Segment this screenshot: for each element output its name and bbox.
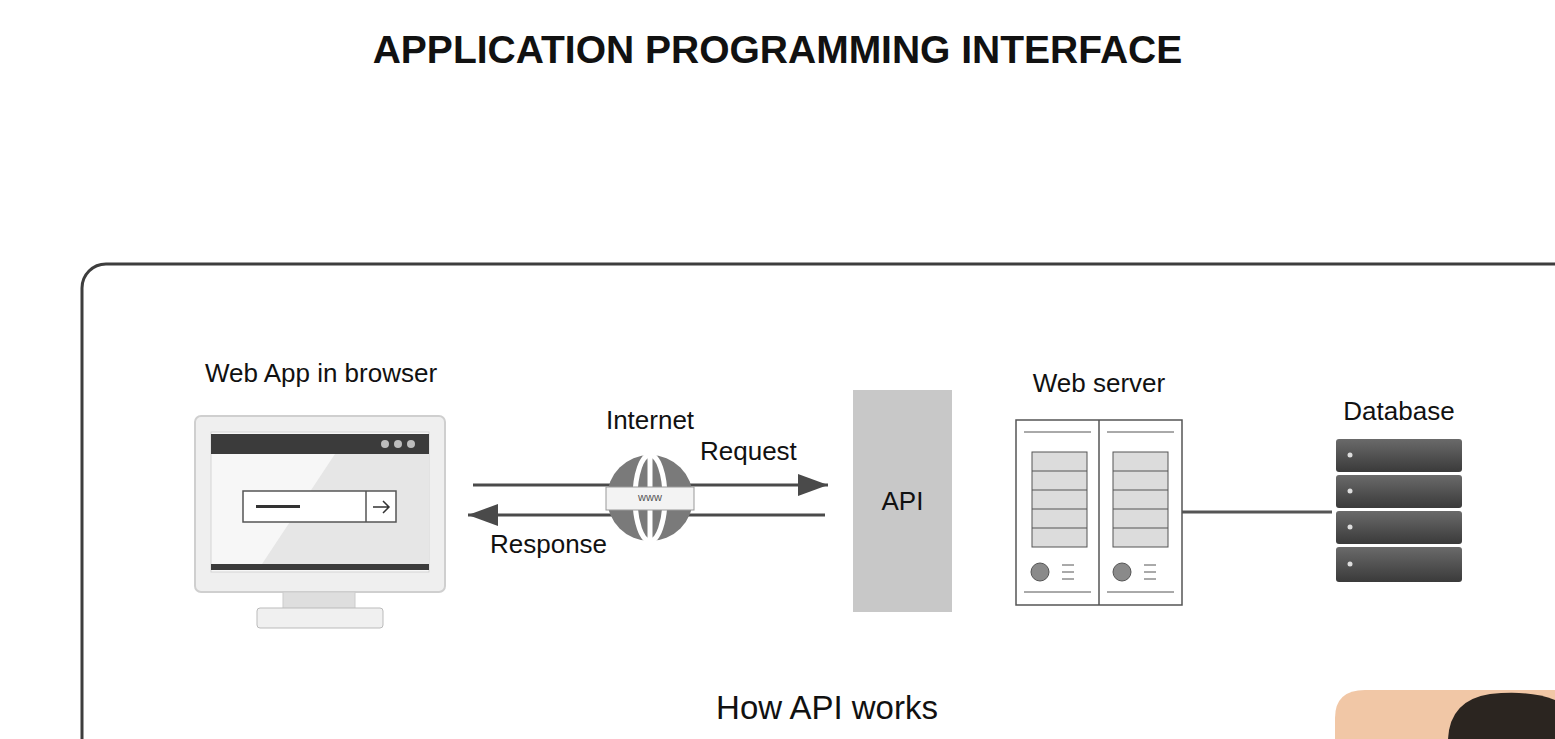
server-case [1016,420,1182,605]
server-line [1107,592,1174,593]
monitor-screen [211,432,429,572]
node-label: Web App in browser [205,358,437,389]
db-light [1348,562,1353,567]
api-box: API [853,390,952,612]
screen-bottom-bar [211,564,429,570]
frame [82,264,1555,739]
window-dot [407,440,415,448]
input-dash [256,505,300,508]
monitor-icon [195,416,445,628]
server-rack [1113,452,1168,547]
skin-patch [1335,690,1555,739]
server-vents [1062,565,1156,579]
node-label: API [882,486,924,517]
server-line [1024,432,1091,433]
globe-text: www [620,491,680,503]
monitor-bezel [195,416,445,592]
db-slab [1336,511,1462,544]
db-light [1348,489,1353,494]
window-dot [394,440,402,448]
node-label: Web server [1033,368,1165,399]
window-bar [211,434,429,454]
presenter-photo [1335,690,1555,739]
server-line [1024,592,1091,593]
db-light [1348,525,1353,530]
input-divider [365,491,367,522]
page-title: APPLICATION PROGRAMMING INTERFACE [0,28,1555,72]
diagram-caption: How API works [627,689,1027,727]
server-led [1031,563,1049,581]
db-slab [1336,439,1462,472]
db-slab [1336,475,1462,508]
component-node: Web server [1014,368,1184,608]
db-light [1348,453,1353,458]
component-node: Web App in browser [187,358,455,630]
db-slab [1336,547,1462,582]
server-line [1107,432,1174,433]
connection-line [1182,511,1332,514]
cloud-label: Internet [590,405,710,436]
monitor-stand [283,592,355,610]
edge-label: Response [488,529,609,560]
window-dot [381,440,389,448]
edge-label: Request [698,436,799,467]
globe [607,455,693,541]
rack-slots [1032,471,1168,528]
server-rack [1032,452,1087,547]
node-label: Database [1343,396,1454,427]
database-icon [1336,439,1462,582]
monitor-base [257,608,383,628]
server-divider [1098,420,1100,605]
server-led [1113,563,1131,581]
globe-icon [606,455,694,541]
globe-band [606,487,694,510]
server-icon [1016,420,1182,605]
go-arrow [373,501,389,513]
input-field [243,491,396,522]
component-node: Database [1334,396,1464,586]
hair [1448,693,1555,739]
